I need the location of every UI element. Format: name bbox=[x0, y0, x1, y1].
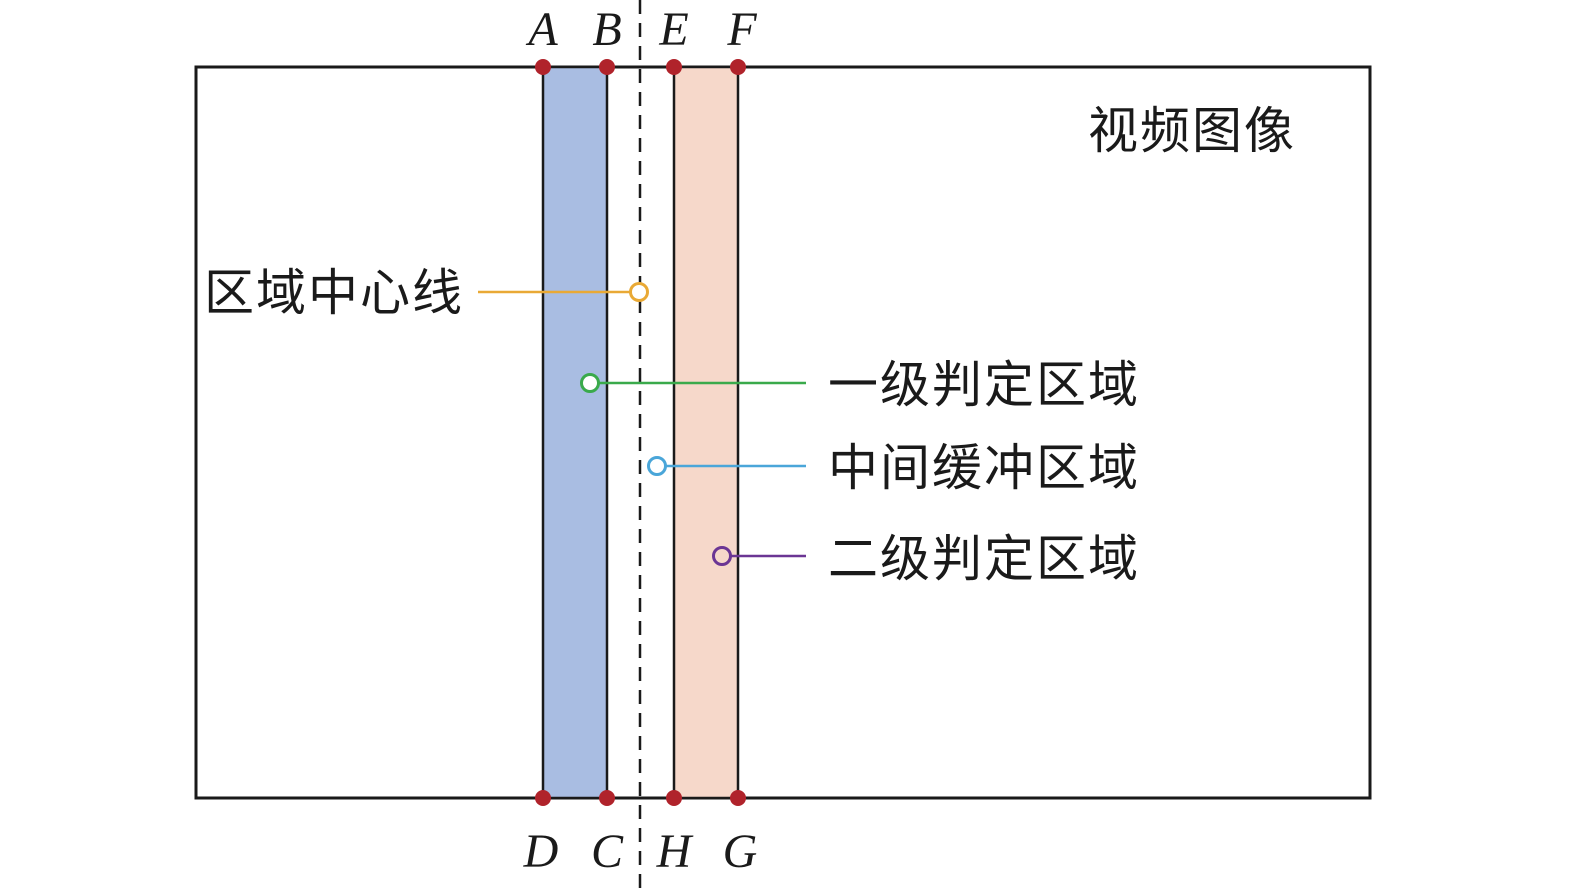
point-e bbox=[666, 59, 682, 75]
point-a bbox=[535, 59, 551, 75]
marker-circle bbox=[647, 456, 667, 476]
video-frame bbox=[194, 65, 1372, 800]
callout-center-line: 区域中心线 bbox=[204, 264, 649, 322]
level2-label: 二级判定区域 bbox=[828, 530, 1140, 588]
video-image-title: 视频图像 bbox=[1088, 102, 1296, 160]
label-h: H bbox=[656, 825, 694, 878]
label-g: G bbox=[723, 825, 758, 878]
label-d: D bbox=[523, 825, 559, 878]
center-line-label: 区域中心线 bbox=[204, 264, 464, 322]
level2-region bbox=[672, 65, 740, 800]
point-f bbox=[730, 59, 746, 75]
level1-label: 一级判定区域 bbox=[828, 356, 1140, 414]
label-f: F bbox=[726, 3, 757, 56]
marker-circle bbox=[712, 546, 732, 566]
callout-buffer: 中间缓冲区域 bbox=[647, 439, 1140, 497]
point-g bbox=[730, 790, 746, 806]
level1-region bbox=[541, 65, 609, 800]
label-a: A bbox=[525, 3, 558, 56]
corner-points bbox=[535, 59, 746, 806]
point-c bbox=[599, 790, 615, 806]
label-e: E bbox=[658, 3, 688, 56]
callout-level1: 一级判定区域 bbox=[580, 356, 1140, 414]
marker-circle bbox=[629, 282, 649, 302]
point-d bbox=[535, 790, 551, 806]
point-b bbox=[599, 59, 615, 75]
point-h bbox=[666, 790, 682, 806]
label-b: B bbox=[592, 3, 621, 56]
buffer-label: 中间缓冲区域 bbox=[828, 439, 1140, 497]
callout-level2: 二级判定区域 bbox=[712, 530, 1140, 588]
label-c: C bbox=[591, 825, 624, 878]
marker-circle bbox=[580, 373, 600, 393]
